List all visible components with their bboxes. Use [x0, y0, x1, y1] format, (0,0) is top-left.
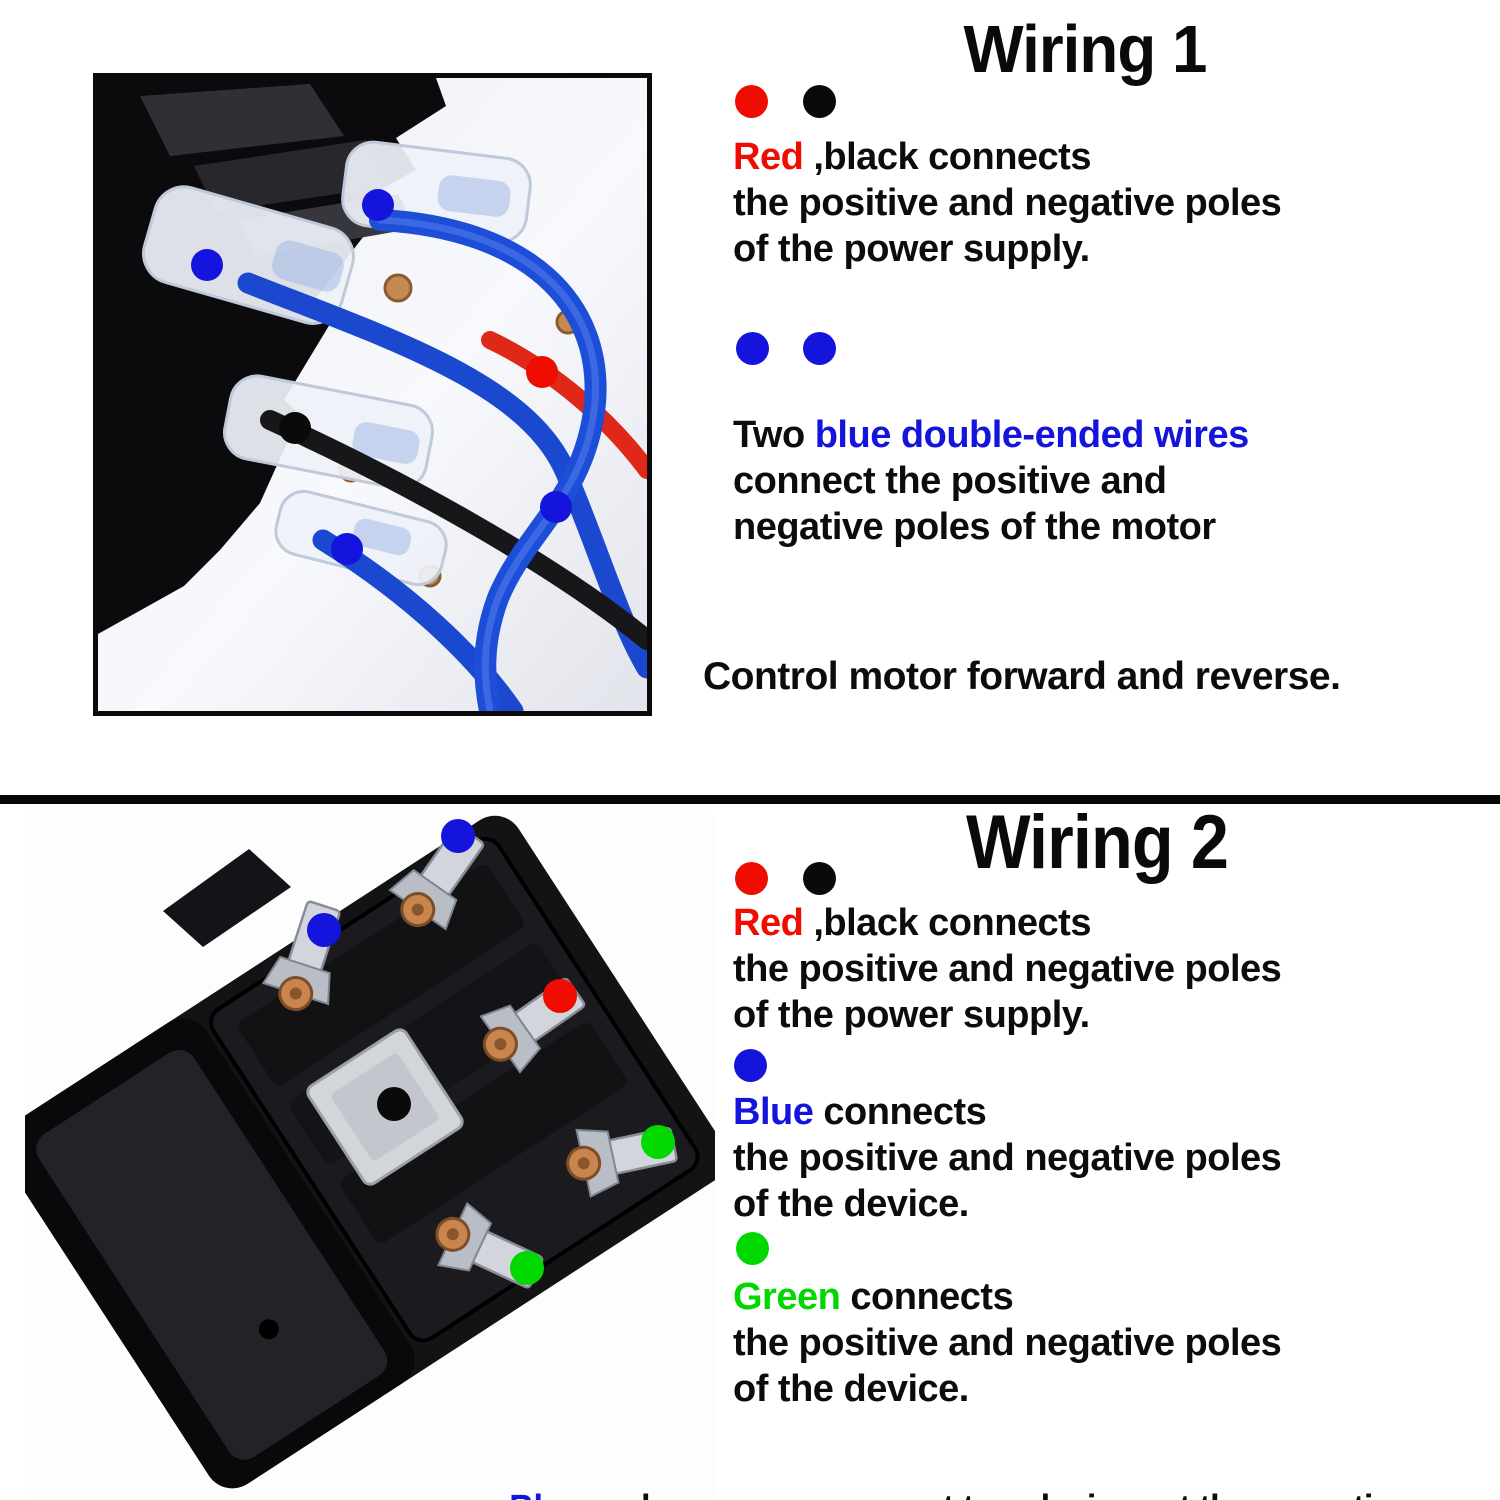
legend-word-red: Red [733, 136, 804, 178]
legend-line1-rest: ,black connects [803, 136, 1091, 178]
wiring2-photo [25, 815, 715, 1500]
wiring1-caption: Control motor forward and reverse. [703, 655, 1341, 698]
marker-dot-red [526, 356, 558, 388]
legend-dot-black [803, 862, 836, 895]
legend-line: Blue connects [733, 1089, 1281, 1135]
wiring2-footer: Blue and green can connect two devices a… [473, 1440, 1431, 1500]
legend-word-blue: Blue [733, 1091, 814, 1133]
legend-line: of the device. [733, 1368, 969, 1410]
legend-line: Red ,black connects [733, 134, 1281, 180]
blue-wire-a-highlight [376, 216, 600, 711]
wiring1-photo [93, 73, 652, 716]
legend-line: Green connects [733, 1274, 1281, 1320]
legend-line: the positive and negative poles [733, 948, 1282, 990]
legend-dot-black [803, 85, 836, 118]
legend-line1-rest: connects [840, 1276, 1014, 1318]
legend-dot-green [736, 1232, 769, 1265]
wiring2-power-legend: Red ,black connects the positive and neg… [733, 900, 1282, 1038]
wiring1-marker-dots [191, 189, 572, 565]
marker-dot-black [279, 412, 311, 444]
marker-dot-blue [362, 189, 394, 221]
legend-dot-red [735, 85, 768, 118]
legend-dot-red [735, 862, 768, 895]
legend-line: Two blue double-ended wires [733, 412, 1249, 458]
legend-dot-blue [736, 332, 769, 365]
legend-line1-rest: ,black connects [803, 902, 1091, 944]
wiring2-photo-illustration [25, 815, 715, 1500]
wiring1-power-legend: Red ,black connects the positive and neg… [733, 134, 1282, 272]
marker-dot-blue [441, 819, 475, 853]
footer-word-blue: Blue [509, 1488, 582, 1500]
legend-line: the positive and negative poles [733, 182, 1282, 224]
legend-word-red: Red [733, 902, 804, 944]
legend-word-green: Green [733, 1276, 841, 1318]
legend-line: of the device. [733, 1183, 969, 1225]
wiring2-marker-dots [307, 819, 675, 1285]
legend-phrase-blue: blue double-ended wires [814, 414, 1250, 456]
section-divider [0, 795, 1500, 804]
legend-dot-blue [803, 332, 836, 365]
legend-line1-prefix: Two [733, 414, 815, 456]
wiring2-blue-legend: Blue connects the positive and negative … [733, 1089, 1282, 1227]
footer-rest: can connect two devices at the same time… [750, 1488, 1431, 1500]
wiring1-motor-legend: Two blue double-ended wires connect the … [733, 412, 1249, 550]
marker-dot-black [377, 1087, 411, 1121]
legend-line: of the power supply. [733, 228, 1090, 270]
mounting-hole [258, 1319, 279, 1340]
legend-line1-rest: connects [813, 1091, 987, 1133]
wiring2-title: Wiring 2 [965, 800, 1229, 885]
clear-connectors [142, 140, 532, 587]
black-wire [260, 410, 647, 650]
wiring1-title: Wiring 1 [963, 12, 1208, 87]
marker-dot-blue [191, 249, 223, 281]
marker-dot-blue [307, 913, 341, 947]
marker-dot-green [641, 1125, 675, 1159]
marker-dot-blue [331, 533, 363, 565]
marker-dot-red [543, 979, 577, 1013]
mounting-tab [163, 849, 291, 947]
connector-tint [272, 175, 511, 556]
legend-line: Red ,black connects [733, 900, 1281, 946]
legend-line: negative poles of the motor [733, 506, 1216, 548]
wiring1-photo-illustration [98, 78, 647, 711]
footer-mid: and [582, 1488, 660, 1500]
marker-dot-green [510, 1251, 544, 1285]
legend-line: connect the positive and [733, 460, 1167, 502]
legend-line: the positive and negative poles [733, 1137, 1282, 1179]
legend-dot-blue [734, 1049, 767, 1082]
footer-word-green: green [659, 1488, 750, 1500]
legend-line: of the power supply. [733, 994, 1090, 1036]
red-wire [481, 331, 647, 479]
legend-line: the positive and negative poles [733, 1322, 1282, 1364]
wiring2-green-legend: Green connects the positive and negative… [733, 1274, 1282, 1412]
marker-dot-blue [540, 491, 572, 523]
